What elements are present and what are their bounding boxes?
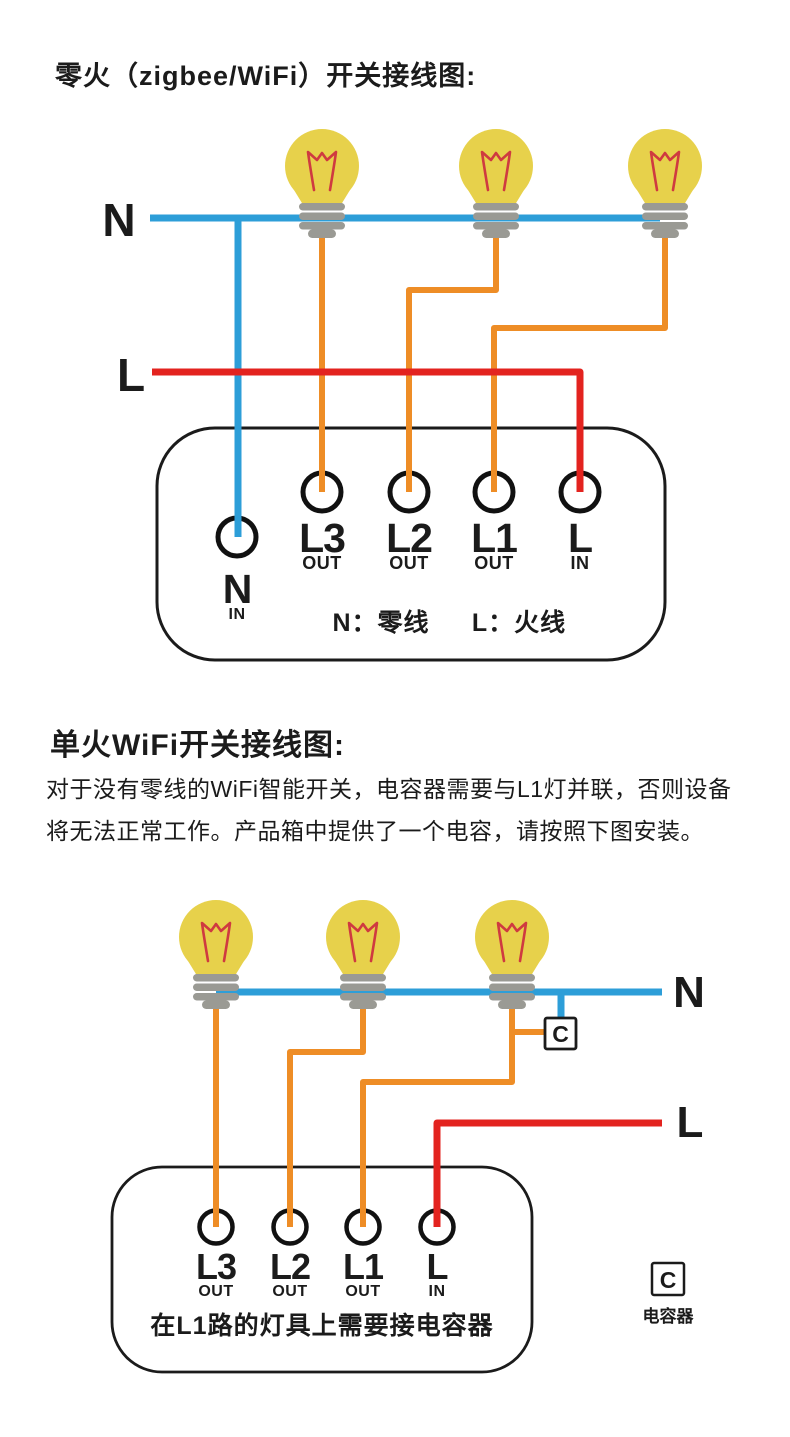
- d2-live-wire: [433, 1119, 662, 1227]
- d2-live-line-label: L: [677, 1098, 704, 1147]
- d2-capacitor-box: [543, 1016, 578, 1051]
- capacitor-legend-box: [650, 1261, 686, 1297]
- d2-capacitor-symbol: C: [552, 1021, 569, 1047]
- section2-description-line2: 将无法正常工作。产品箱中提供了一个电容，请按照下图安装。: [46, 818, 704, 844]
- section1-title: 零火（zigbee/WiFi）开关接线图:: [55, 61, 477, 91]
- d2-terminal-label-l: L: [427, 1246, 448, 1287]
- section2-description-line1: 对于没有零线的WiFi智能开关，电容器需要与L1灯并联，否则设备: [46, 776, 732, 802]
- d1-bulb-1: [283, 127, 361, 240]
- d1-terminal-label-n: N: [223, 566, 252, 612]
- d1-load-wire-l2: [406, 230, 499, 492]
- d1-live-line-label: L: [117, 349, 145, 401]
- d1-terminal-sublabel-l: IN: [571, 553, 590, 573]
- d1-terminal-sublabel-l3: OUT: [302, 553, 342, 573]
- d2-load-wire-l2: [287, 1002, 366, 1227]
- d2-terminal-sublabel-l3: OUT: [198, 1283, 233, 1300]
- capacitor-legend-label: 电容器: [643, 1306, 695, 1326]
- d1-terminal-sublabel-n: IN: [229, 606, 246, 623]
- d1-load-wire-l1: [491, 230, 668, 492]
- d2-neutral-line-label: N: [673, 968, 705, 1017]
- d1-note-live: L：火线: [472, 608, 566, 637]
- d1-neutral-line-label: N: [102, 194, 135, 246]
- d2-terminal-label-l2: L2: [270, 1246, 310, 1287]
- d2-terminal-sublabel-l1: OUT: [345, 1283, 380, 1300]
- d2-terminal-label-l3: L3: [196, 1246, 236, 1287]
- d2-load-wire-l1: [360, 1002, 515, 1227]
- d2-terminal-sublabel-l: IN: [429, 1283, 446, 1300]
- section2-title: 单火WiFi开关接线图:: [50, 729, 346, 762]
- d1-terminal-label-l2: L2: [386, 515, 432, 561]
- d1-note-neutral: N：零线: [332, 608, 429, 637]
- capacitor-legend-symbol: C: [660, 1267, 677, 1293]
- d1-live-wire: [152, 368, 584, 492]
- d1-terminal-sublabel-l1: OUT: [474, 553, 514, 573]
- d1-terminal-label-l: L: [568, 515, 592, 561]
- d1-terminal-sublabel-l2: OUT: [389, 553, 429, 573]
- d2-terminal-label-l1: L1: [343, 1246, 384, 1287]
- d1-terminal-label-l1: L1: [471, 515, 517, 561]
- d2-switch-body: [110, 1165, 534, 1374]
- d1-bulb-2: [457, 127, 535, 240]
- d1-bulb-3: [626, 127, 704, 240]
- d1-terminal-label-l3: L3: [299, 515, 345, 561]
- d2-terminal-sublabel-l2: OUT: [272, 1283, 307, 1300]
- d2-note: 在L1路的灯具上需要接电容器: [150, 1311, 493, 1340]
